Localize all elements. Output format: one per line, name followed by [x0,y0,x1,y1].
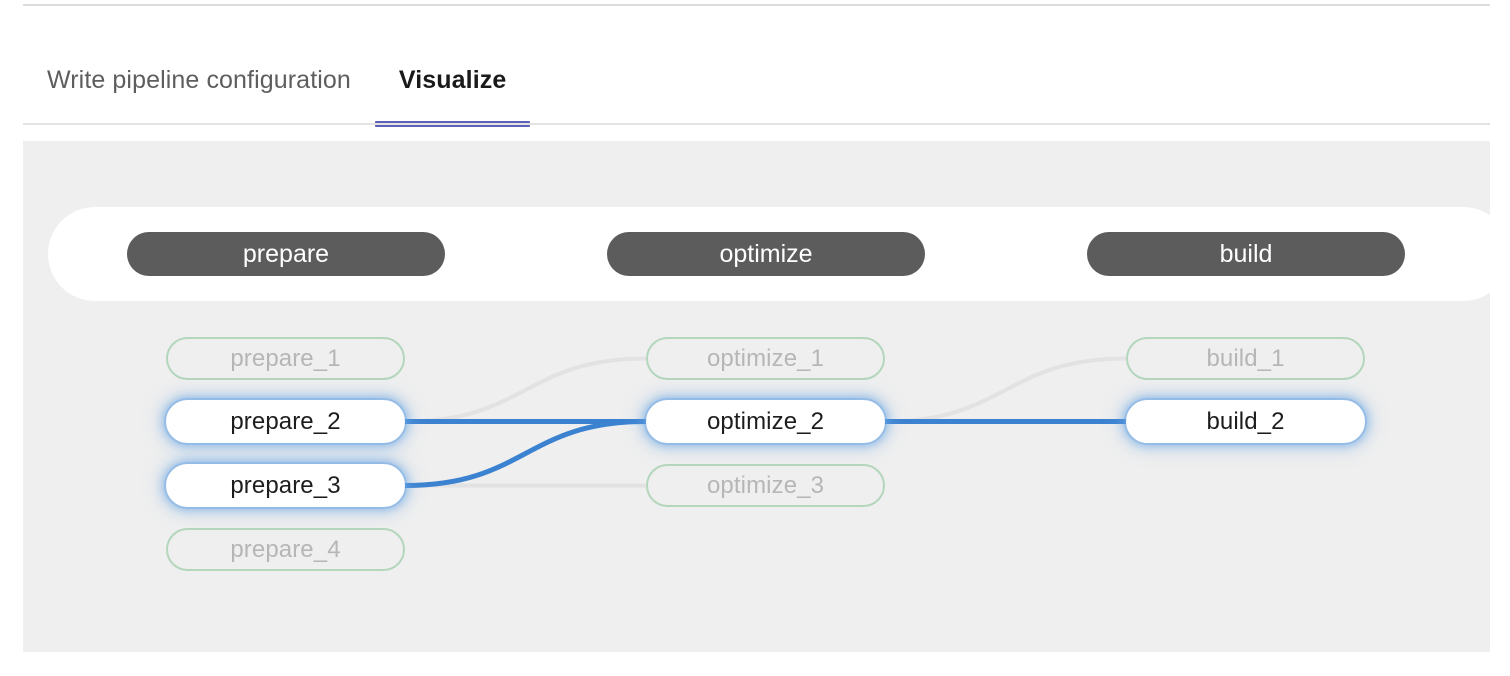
edge-prepare_3-to-optimize_2 [402,419,649,488]
stage-header-strip: prepare optimize build [48,207,1490,301]
job-node-build_2[interactable]: build_2 [1126,400,1365,443]
tab-write-config[interactable]: Write pipeline configuration [23,36,375,125]
job-node-optimize_1[interactable]: optimize_1 [646,337,885,380]
job-node-prepare_4[interactable]: prepare_4 [166,528,405,571]
stage-pill-prepare[interactable]: prepare [127,232,445,276]
edge-prepare_2-to-optimize_1 [403,356,648,424]
stage-pill-build[interactable]: build [1087,232,1405,276]
tab-label: Write pipeline configuration [47,66,351,94]
tab-visualize[interactable]: Visualize [374,36,531,127]
tab-label: Visualize [398,66,507,94]
edge-optimize_2-to-build_1 [883,356,1128,424]
job-node-optimize_2[interactable]: optimize_2 [646,400,885,443]
tab-bar-divider [23,123,1490,125]
stage-pill-optimize[interactable]: optimize [607,232,925,276]
job-node-prepare_3[interactable]: prepare_3 [166,464,405,507]
job-node-prepare_1[interactable]: prepare_1 [166,337,405,380]
job-node-prepare_2[interactable]: prepare_2 [166,400,405,443]
tab-bar: Write pipeline configuration Visualize [23,36,1490,127]
job-node-optimize_3[interactable]: optimize_3 [646,464,885,507]
job-node-build_1[interactable]: build_1 [1126,337,1365,380]
top-divider [23,4,1490,6]
